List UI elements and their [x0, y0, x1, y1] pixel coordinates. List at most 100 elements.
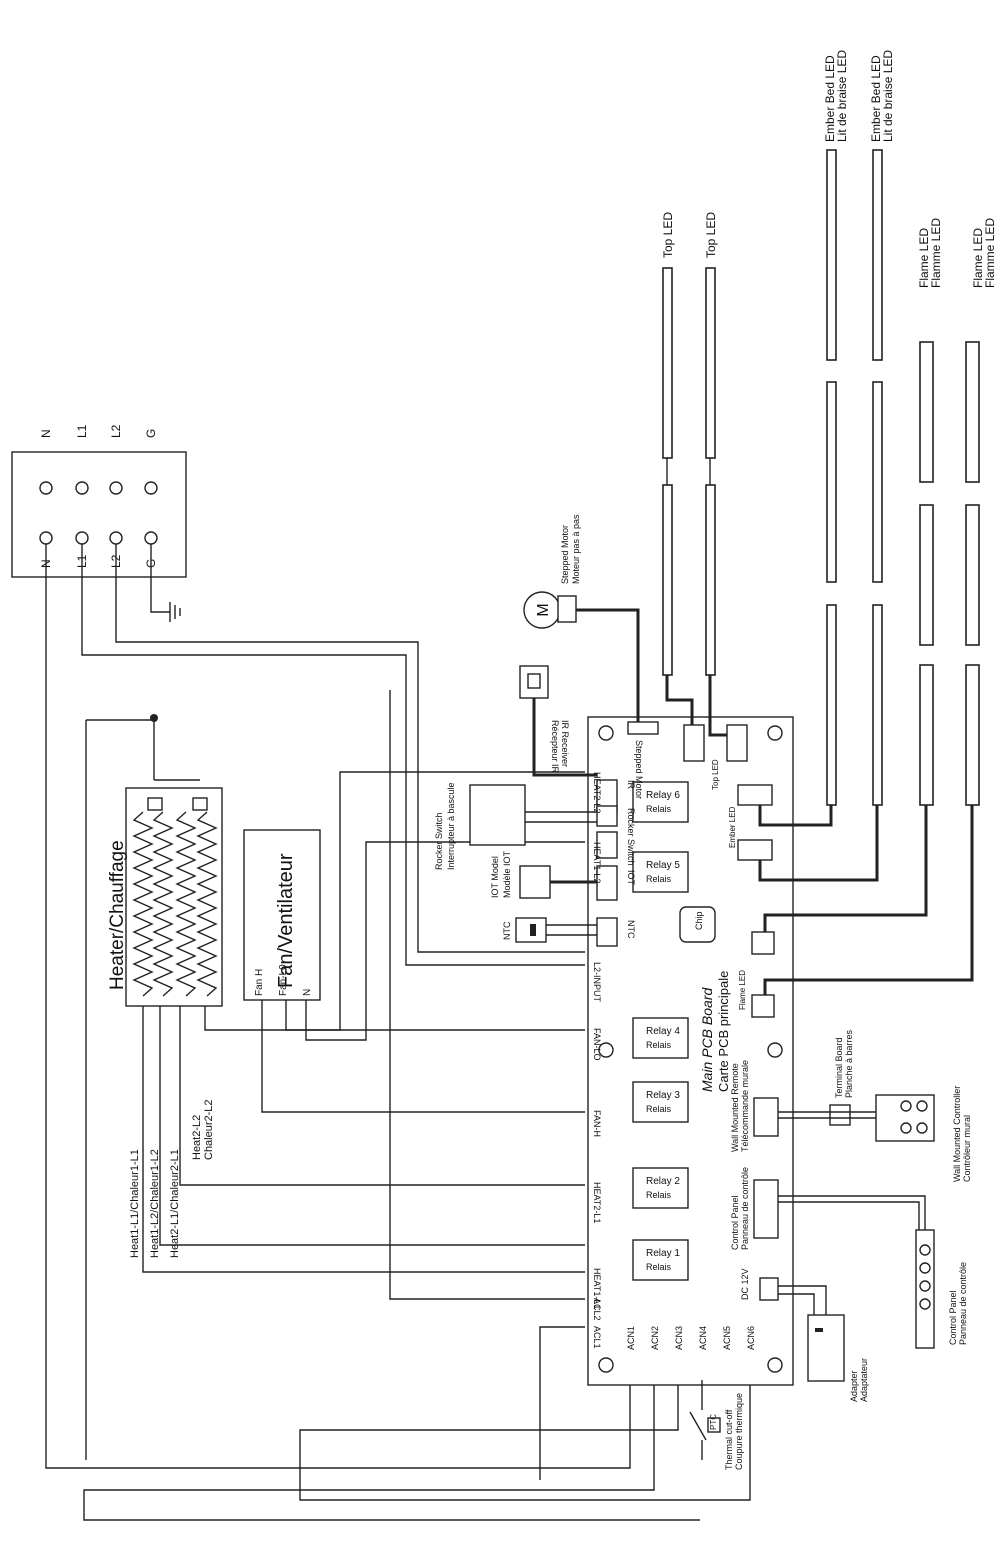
wire-flame-1: [763, 805, 928, 932]
fan: [243, 829, 321, 1001]
ember-bed-led-strip-1: [826, 149, 837, 806]
pcb-dc-label: DC 12V: [740, 1268, 750, 1300]
top-led-connector-2: [726, 724, 748, 762]
relay-6-fr: Relais: [646, 804, 672, 814]
pcb-terminal-heat1-l1: HEAT1-L1: [592, 1268, 602, 1309]
rocker-connector: [596, 805, 618, 827]
flame-led-connector-2: [751, 994, 775, 1018]
wire-top-led-2: [708, 675, 727, 737]
wire-ember-2: [758, 805, 879, 882]
flame-label-1-en: Flame LED: [917, 228, 931, 288]
ntc-label: NTC: [502, 921, 512, 940]
relay-2: [632, 1167, 689, 1209]
wall-controller: [875, 1094, 935, 1142]
flame-led-strip-2: [965, 341, 980, 806]
iot-model-fr: Modèle IOT: [502, 850, 512, 898]
pcb-ember-led-label: Ember LED: [728, 806, 737, 848]
rocker-switch-en: Rocker Switch: [434, 812, 444, 870]
wire-stepped-motor: [576, 608, 640, 722]
terminal-top-l2: L2: [109, 424, 123, 438]
heat-label-5: Chaleur2-L2: [203, 1099, 215, 1160]
ir-receiver-en: IR Receiver: [560, 720, 570, 767]
relay-1: [632, 1239, 689, 1281]
acn-5: ACN5: [722, 1326, 732, 1350]
wire-flame-2: [763, 805, 974, 995]
wire-ember-1: [758, 805, 833, 827]
relay-5: [632, 851, 689, 893]
pcb-wall-remote-en: Wall Mounted Remote: [730, 1063, 740, 1152]
flame-led-strip-1: [919, 341, 934, 806]
pcb-terminal-heat2-l2: HEAT2-L2: [592, 772, 602, 813]
acn-1: ACN1: [626, 1326, 636, 1350]
rocker-switch: [469, 784, 526, 846]
pcb-control-panel-fr: Panneau de contrôle: [740, 1167, 750, 1250]
ember-bed-led-strip-2: [872, 149, 883, 806]
control-panel-connector: [753, 1179, 779, 1239]
wire-heat1-l2: [159, 1004, 585, 1246]
top-led-label-2: Top LED: [704, 212, 718, 258]
acn-4: ACN4: [698, 1326, 708, 1350]
control-panel-device: [915, 1229, 935, 1349]
terminal-top-n: N: [39, 429, 53, 438]
wire-l2: [115, 544, 585, 953]
fan-terminal-n: N: [302, 989, 313, 996]
terminal-board-fr: Planche à barres: [844, 1029, 854, 1098]
fan-terminal-h: Fan H: [254, 969, 265, 996]
top-led-strip-1: [662, 267, 673, 676]
junction-dot: [150, 714, 158, 722]
relay-3-fr: Relais: [646, 1104, 672, 1114]
flame-label-1-fr: Flamme LED: [929, 218, 943, 288]
relay-6-label: Relay 6: [646, 790, 680, 801]
pcb-terminal-heat1-l2: HEAT1-L2: [592, 842, 602, 883]
adapter-en: Adapter: [849, 1370, 859, 1402]
ember-bed-label-1-fr: Lit de braise LED: [835, 50, 849, 142]
pcb-terminal-fan-h: FAN-H: [592, 1110, 602, 1137]
wire-acn-loop-1: [83, 1380, 700, 1521]
pcb-ir-label: IR: [626, 780, 636, 790]
main-pcb-board: Chip: [587, 716, 794, 1386]
relay-5-label: Relay 5: [646, 860, 680, 871]
wire-ir: [532, 698, 597, 777]
wire-adapter: [778, 1285, 827, 1315]
thermal-cutoff-tag: PTC: [709, 1414, 718, 1430]
relay-6: [632, 781, 689, 823]
pcb-terminal-acl1: ACL1: [592, 1326, 602, 1349]
dc-connector: [759, 1277, 779, 1301]
wire-acn-loop-2: [299, 1380, 751, 1501]
pcb-terminal-acl2: ACL2: [592, 1298, 602, 1321]
pcb-terminal-heat2-l1: HEAT2-L1: [592, 1182, 602, 1223]
pcb-top-led-label: Top LED: [711, 759, 720, 790]
ember-bed-label-1-en: Ember Bed LED: [823, 55, 837, 142]
wire-fan-n: [305, 841, 585, 1041]
control-panel-en: Control Panel: [948, 1290, 958, 1345]
pcb-control-panel-en: Control Panel: [730, 1195, 740, 1250]
ground-symbol: [150, 544, 181, 622]
ir-receiver: [519, 665, 549, 699]
iot-model-en: IOT Model: [490, 856, 500, 898]
flame-label-2-fr: Flamme LED: [983, 218, 997, 288]
top-led-label-1: Top LED: [661, 212, 675, 258]
relay-4-label: Relay 4: [646, 1026, 680, 1037]
adapter-fr: Adaptateur: [859, 1358, 869, 1402]
iot-model: [519, 865, 551, 899]
wire-heat1-l1: [142, 1004, 585, 1273]
stepped-motor-connector: [627, 721, 659, 735]
ntc-connector: [596, 917, 618, 947]
pcb-subtitle: Carte PCB principale: [716, 971, 731, 1092]
relay-3-label: Relay 3: [646, 1090, 680, 1101]
wire-fan-lo: [285, 1000, 585, 1031]
relay-4: [632, 1017, 689, 1059]
stepped-motor-en: Stepped Motor: [560, 525, 570, 584]
ir-receiver-fr: Récepteur IR: [550, 720, 560, 774]
pcb-rocker-label: Rocker Switch: [626, 808, 636, 866]
heat-label-3: Heat2-L1/Chaleur2-L1: [169, 1149, 181, 1258]
thermal-cutoff-fr: Coupure thermique: [734, 1393, 744, 1470]
relay-4-fr: Relais: [646, 1040, 672, 1050]
fan-terminal-lo: Fan-L0: [278, 964, 289, 996]
pcb-wall-remote-fr: Télécommande murale: [740, 1060, 750, 1152]
pcb-ntc-label: NTC: [626, 920, 636, 939]
pcb-flame-led-label: Flame LED: [738, 970, 747, 1010]
ntc-sensor: [515, 917, 547, 943]
relay-5-fr: Relais: [646, 874, 672, 884]
ember-led-connector-2: [737, 839, 773, 861]
